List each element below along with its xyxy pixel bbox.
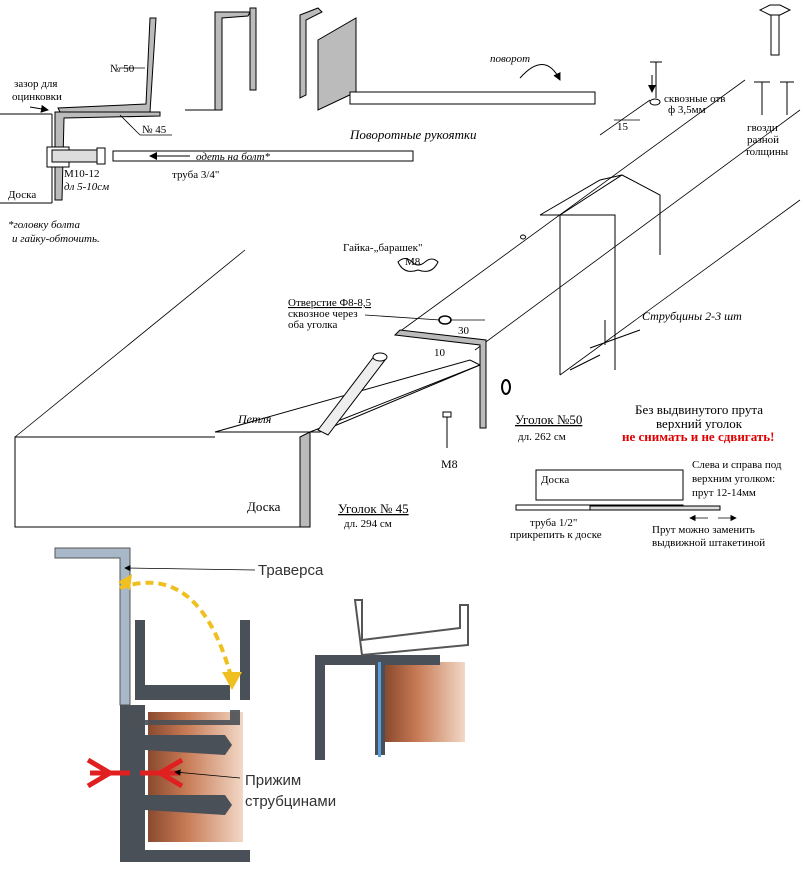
holes-dim: 15 <box>617 121 629 133</box>
pipe-attach-label: прикрепить к доске <box>510 529 602 541</box>
put-on-bolt-label: одеть на болт* <box>196 151 271 163</box>
clamp-pressure-label-2: струбцинами <box>245 793 336 810</box>
rod-alt-2: выдвижной штакетиной <box>652 537 765 549</box>
hinge-label: Петля <box>237 412 272 426</box>
gap-label: зазор для <box>14 78 57 90</box>
clamp-pressure-label: Прижим <box>245 772 301 789</box>
holes-diameter: ф 3,5мм <box>668 104 706 116</box>
rod-board-label: Доска <box>541 474 569 486</box>
rod-note-2: верхним уголком: <box>692 473 775 485</box>
gap-label-2: оцинковки <box>12 91 62 103</box>
hole-note: Отверстие Ф8-8,5 <box>288 297 372 309</box>
angle-50-title: Уголок №50 <box>515 412 582 427</box>
rod-note-3: прут 12-14мм <box>692 487 756 499</box>
warning-line-2: верхний уголок <box>656 416 743 431</box>
wing-nut-label: Гайка-„барашек" <box>343 242 423 254</box>
nails-label-3: толщины <box>745 146 789 158</box>
angle-45-title: Уголок № 45 <box>338 501 409 516</box>
rod-note-1: Слева и справа под <box>692 459 782 471</box>
angle-50-label: № 50 <box>110 63 135 75</box>
bolt-m8-label: M8 <box>441 457 458 471</box>
warning-line-1: Без выдвинутого прута <box>635 402 763 417</box>
board-assembly <box>14 79 801 528</box>
angle-45-length: дл. 294 см <box>344 518 392 530</box>
handles-caption: Поворотные рукоятки <box>349 127 477 142</box>
traverse-label: Траверса <box>258 562 324 579</box>
pipe-label: труба 3/4" <box>172 169 219 181</box>
note-label: *головку болта <box>8 219 80 231</box>
hole-note-2: сквозное через <box>288 308 358 320</box>
nails-label: гвозди <box>747 122 778 134</box>
rod-alt-1: Прут можно заменить <box>652 524 755 536</box>
bolt-label: M10-12 <box>64 168 99 180</box>
profile-cross-section <box>0 17 414 204</box>
bolt-length-label: дл 5-10см <box>64 181 109 193</box>
nails <box>754 4 794 115</box>
clamps-label: Струбцины 2-3 шт <box>642 309 742 323</box>
dim-10: 10 <box>434 347 446 359</box>
angle-45-label: № 45 <box>142 124 167 136</box>
clamp-illustration <box>54 547 469 862</box>
rotation-label: поворот <box>490 53 530 65</box>
holes-label: сквозные отв <box>664 93 725 105</box>
dim-30: 30 <box>458 325 470 337</box>
nails-label-2: разной <box>747 134 779 146</box>
rotating-handles <box>185 7 596 111</box>
rod-detail <box>515 469 737 522</box>
board-label: Доска <box>8 189 36 201</box>
note-label-2: и гайку-обточить. <box>12 233 100 245</box>
angle-50-length: дл. 262 см <box>518 431 566 443</box>
main-board-label: Доска <box>247 499 281 514</box>
pipe-half-label: труба 1/2" <box>530 517 577 529</box>
wing-nut-size: M8 <box>405 256 421 268</box>
nail-holes <box>599 61 662 136</box>
warning-line-3: не снимать и не сдвигать! <box>622 429 774 444</box>
hole-note-3: оба уголка <box>288 319 337 331</box>
